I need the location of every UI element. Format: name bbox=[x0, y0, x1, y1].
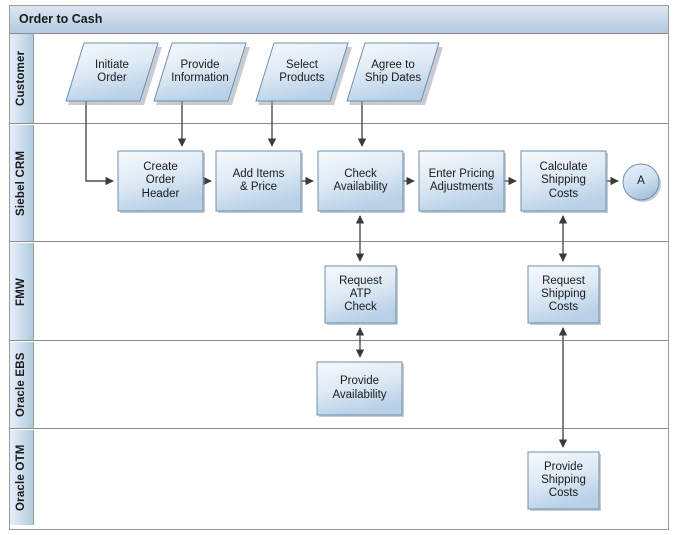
node-provide-shipping-costs[interactable] bbox=[527, 451, 601, 511]
lane-strip-fmw bbox=[10, 243, 33, 340]
node-enter-pricing-adjustments[interactable] bbox=[418, 150, 506, 213]
lane-strip-siebel bbox=[10, 125, 33, 241]
node-check-availability[interactable] bbox=[317, 150, 405, 213]
node-connector-a[interactable] bbox=[622, 163, 661, 202]
node-provide-information[interactable] bbox=[153, 42, 250, 105]
lane-strip-ebs bbox=[10, 342, 33, 428]
node-request-shipping-costs[interactable] bbox=[527, 265, 601, 325]
node-add-items-price[interactable] bbox=[215, 150, 303, 213]
lane-strip-customer bbox=[10, 34, 33, 123]
edge-initiate-to-create-order-header bbox=[85, 100, 114, 186]
node-provide-availability[interactable] bbox=[316, 361, 404, 417]
title-bar bbox=[10, 6, 668, 33]
node-select-products[interactable] bbox=[255, 42, 352, 105]
node-agree-to-ship-dates[interactable] bbox=[346, 42, 443, 105]
lane-strip-otm bbox=[10, 430, 33, 525]
node-request-atp-check[interactable] bbox=[324, 265, 398, 325]
node-initiate-order[interactable] bbox=[65, 42, 162, 105]
node-calculate-shipping-costs[interactable] bbox=[520, 150, 608, 213]
node-create-order-header[interactable] bbox=[117, 150, 205, 213]
